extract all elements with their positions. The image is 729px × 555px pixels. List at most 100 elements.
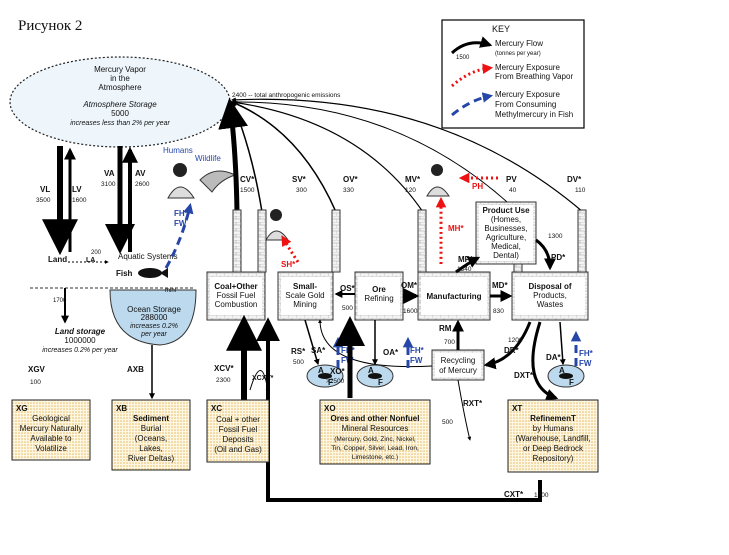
xt-line-1: RefinemenT [530, 414, 576, 423]
product-line-4: Agriculture, [486, 233, 526, 242]
rxt-label: RXT* [463, 399, 483, 408]
os-label: OS* [340, 284, 356, 293]
cxt-label: CXT* [504, 490, 524, 499]
disposal-oval-a: A [559, 366, 565, 375]
lv-label: LV [72, 185, 82, 194]
rxt-value: 500 [442, 419, 453, 426]
key-fish-3: Methylmercury in Fish [495, 110, 573, 119]
gold-breathing-arrow [281, 235, 300, 263]
sh-label: SH* [281, 260, 296, 269]
pd-label: PD* [551, 253, 566, 262]
cxt-value: 1000 [534, 492, 549, 499]
sv-value: 300 [296, 187, 307, 194]
coal-line-3: Combustion [215, 300, 258, 309]
da-label: DA* [546, 353, 562, 362]
ore-oval-f: F [378, 378, 383, 387]
gold-oval-a: A [318, 366, 324, 375]
da-arrow [559, 321, 566, 366]
va-label: VA [104, 169, 115, 178]
source-box-xc: XC Coal + other Fossil Fuel Deposits (Oi… [206, 399, 270, 463]
recycling-box: Recycling of Mercury [431, 349, 485, 381]
fh-label-disposal: FH* [579, 349, 594, 358]
xb-line-5: River Deltas) [128, 454, 175, 463]
sa-arrow [304, 319, 320, 366]
recycling-line-2: of Mercury [439, 366, 477, 375]
product-line-1: Product Use [482, 206, 530, 215]
cv-label: CV* [240, 175, 255, 184]
fish-icon-disposal [559, 373, 573, 379]
disposal-line-1: Disposal of [528, 282, 571, 291]
land-storage-label: Land storage [55, 327, 106, 336]
source-box-xt: XT RefinemenT by Humans (Warehouse, Land… [507, 399, 599, 473]
atmosphere-storage-label: Atmosphere Storage [82, 100, 157, 109]
xc-line-3: Deposits [222, 435, 253, 444]
source-box-xg: XG Geological Mercury Naturally Availabl… [11, 399, 91, 461]
ov-value: 330 [343, 187, 354, 194]
xg-line-3: Available to [30, 434, 72, 443]
gold-mining-box: Small- Scale Gold Mining [277, 271, 334, 321]
axb-label: AXB [127, 365, 144, 374]
manufacturing-label: Manufacturing [426, 292, 481, 301]
xg-line-4: Volatilize [35, 444, 67, 453]
av-label: AV [135, 169, 146, 178]
xgv-value: 100 [30, 379, 41, 386]
atmosphere-storage-value: 5000 [111, 109, 129, 118]
xt-line-3: (Warehouse, Landfill, [515, 434, 590, 443]
key-breathing-2: From Breathing Vapor [495, 72, 573, 81]
xcv-value: 2300 [216, 377, 231, 384]
rm-value: 700 [444, 339, 455, 346]
xb-line-4: Lakes, [139, 444, 163, 453]
dr-label: DR* [504, 346, 520, 355]
fh-label-aquatic: FH* [174, 209, 189, 218]
product-use-box: Product Use (Homes, Businesses, Agricult… [475, 201, 537, 265]
la-label: LA [86, 257, 95, 264]
ph-label: PH [472, 182, 483, 191]
aquatic-label: Aquatic Systems [118, 252, 178, 261]
la-value: 200 [91, 250, 102, 256]
xb-label: XB [116, 404, 127, 413]
key-sample-value: 1500 [456, 55, 470, 61]
dxt-arrow [531, 321, 559, 401]
ore-refining-box: Ore Refining [354, 271, 404, 321]
pv-label: PV [506, 175, 517, 184]
pd-value: 1300 [548, 233, 563, 240]
fish-oval-gold: A F [306, 364, 344, 388]
fh-label-ore: FH* [410, 346, 425, 355]
disposal-line-3: Wastes [537, 300, 563, 309]
key-breathing-1: Mercury Exposure [495, 63, 560, 72]
rs-value: 500 [293, 359, 304, 366]
manufacturing-box: Manufacturing [417, 271, 491, 321]
xt-label: XT [512, 404, 522, 413]
fish-label: Fish [116, 269, 133, 278]
dxt-label: DXT* [514, 371, 534, 380]
vl-value: 3500 [36, 197, 51, 204]
land-increase: increases 0.2% per year [42, 347, 118, 354]
mp-label: MP* [458, 255, 474, 264]
dv-label: DV* [567, 175, 582, 184]
xo-line-5: Limestone, etc.) [352, 454, 398, 461]
xt-line-4: or Deep Bedrock [523, 444, 584, 453]
xcxt-label: XCXT* [252, 375, 274, 382]
xb-line-1: Sediment [133, 414, 169, 423]
fish-icon [138, 268, 162, 278]
disposal-line-2: Products, [533, 291, 567, 300]
pd-arrow [535, 238, 556, 271]
human-figure-icon [167, 163, 195, 199]
sv-label: SV* [292, 175, 307, 184]
aquatic-mini: mini [165, 288, 176, 294]
xo-line-1: Ores and other Nonfuel [331, 414, 420, 423]
fish-oval-disposal: A F [547, 364, 585, 388]
ore-line-1: Ore [372, 285, 386, 294]
rxt-arrow [457, 379, 472, 441]
key-legend: KEY 1500 Mercury Flow (tonnes per year) … [441, 19, 585, 129]
disposal-oval-f: F [569, 378, 574, 387]
product-line-6: Dental) [493, 251, 519, 260]
os-value: 500 [342, 305, 353, 312]
fish-icon-gold [318, 373, 332, 379]
atmosphere-line1: Mercury Vapor [94, 65, 146, 74]
key-fish-1: Mercury Exposure [495, 90, 560, 99]
mh-label: MH* [448, 224, 464, 233]
ocean-storage-label: Ocean Storage [127, 305, 181, 314]
land-aquatic-region: Land Aquatic Systems Fish LA 200 1700 mi… [30, 250, 197, 354]
